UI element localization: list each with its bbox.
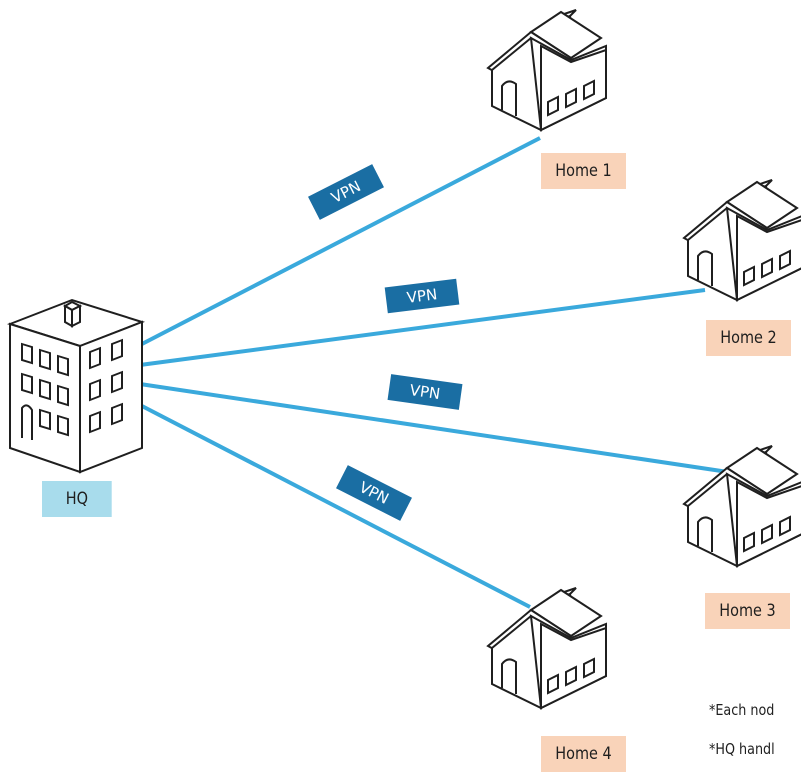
vpn-link-home-4 — [139, 403, 531, 609]
vpn-badge-2: VPN — [384, 278, 460, 314]
home-3-label: Home 3 — [705, 593, 790, 629]
home-3-house-icon — [683, 445, 801, 567]
hq-label: HQ — [42, 481, 112, 517]
home-2-house-icon — [683, 179, 801, 301]
vpn-badge-1: VPN — [308, 164, 384, 220]
home-1-label: Home 1 — [541, 153, 626, 189]
note-line-1: *Each nod — [709, 701, 775, 719]
vpn-badge-3: VPN — [387, 374, 463, 410]
vpn-link-home-3 — [139, 382, 729, 474]
home-4-label: Home 4 — [541, 736, 626, 772]
home-4-house-icon — [487, 587, 607, 709]
note-line-2: *HQ handl — [709, 740, 775, 758]
vpn-label: VPN — [406, 285, 438, 307]
vpn-label: VPN — [409, 381, 442, 403]
home-2-label: Home 2 — [706, 320, 791, 356]
home-1-house-icon — [487, 9, 607, 131]
hq-building-icon — [6, 298, 146, 474]
vpn-link-home-1 — [139, 136, 541, 347]
vpn-link-home-2 — [139, 288, 706, 367]
